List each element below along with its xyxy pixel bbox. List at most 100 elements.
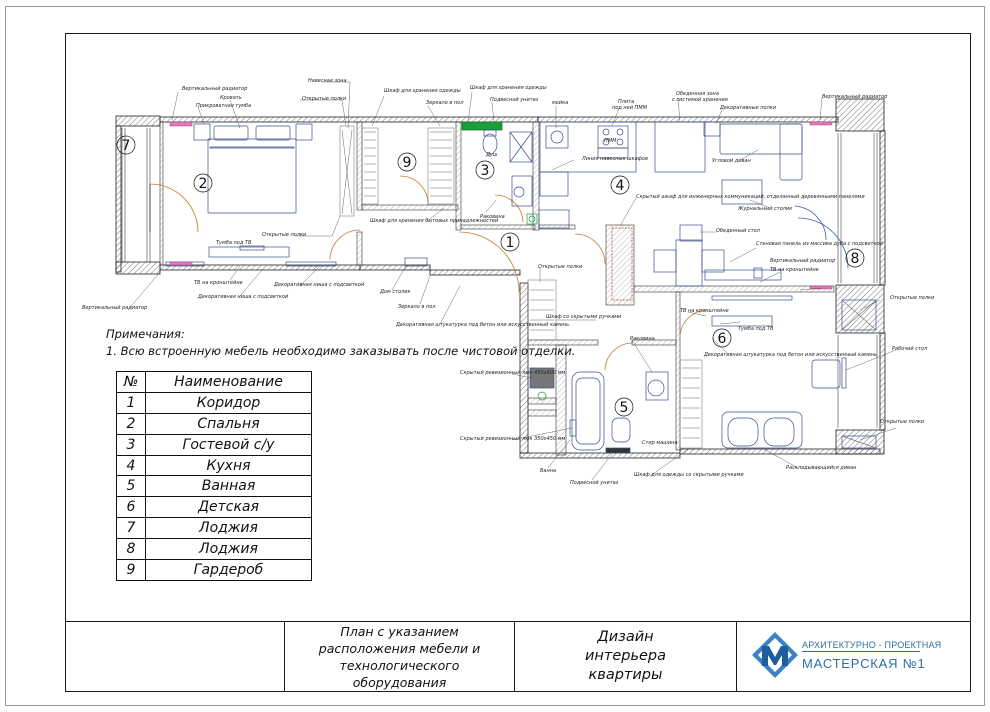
label-coffee-table: Журнальный столик [737, 206, 792, 212]
label-corner-sofa: Угловой диван [712, 158, 751, 164]
row-name: Коридор [145, 391, 312, 414]
row-name: Гардероб [145, 559, 312, 581]
label-sofa-bed: Раскладывающийся диван [786, 465, 857, 471]
logo-mark-icon [752, 632, 798, 678]
label-decor-plaster-1: Декоративная штукатурка под бетон или ис… [395, 322, 569, 328]
label-open-shelves-2: Открытые полки [262, 232, 307, 238]
row-name: Кухня [145, 454, 312, 477]
label-shower: Душ [485, 152, 498, 158]
doors [149, 175, 849, 371]
label-tv-bracket-3: ТВ на кронштейне [680, 308, 729, 314]
leader-lines [127, 81, 897, 481]
label-mirror-floor-1: Зеркало в пол [426, 100, 464, 106]
label-bath: Ванна [540, 468, 556, 474]
label-tv-stand-2: Тумба под ТВ [738, 326, 774, 332]
notes-block: Примечания: 1. Всю встроенную мебель нео… [106, 326, 575, 360]
title-block-top-line [65, 621, 971, 622]
label-mirror-floor-2: Зеркало в пол [398, 304, 436, 310]
company-logo: АРХИТЕКТУРНО - ПРОЕКТНАЯ МАСТЕРСКАЯ №1 [750, 630, 970, 682]
label-washer: Стир машина [642, 440, 677, 446]
room-numbers: 7 2 9 3 4 1 8 6 5 [122, 138, 860, 416]
header-num: № [116, 371, 146, 393]
row-num: 9 [116, 559, 146, 581]
room-number-7: 7 [122, 138, 131, 154]
label-sink-5: Раковина [630, 336, 655, 342]
label-bed: Кровать [220, 95, 242, 101]
plan-annotations: Вертикальный радиатор Кровать Прикроватн… [82, 78, 935, 486]
rooms-table-header: № Наименование [116, 371, 312, 393]
label-decor-niche-2: Декоративная ниша с подсветкой [273, 282, 365, 288]
room-number-8: 8 [851, 251, 860, 267]
interior-walls [159, 121, 835, 456]
row-num: 4 [116, 454, 146, 477]
sheet-inner-frame [65, 33, 971, 692]
room-number-markers [116, 135, 865, 417]
row-name: Ванная [145, 475, 312, 498]
guest-wc-fixtures [461, 121, 538, 225]
label-hidden-riser-1: Скрытый ревизионный люк 450x600 мм [460, 370, 565, 376]
company-divider [802, 651, 920, 652]
row-num: 7 [116, 517, 146, 540]
wardrobe-shelves [339, 125, 703, 449]
loggia-8-glazing [837, 133, 878, 428]
row-num: 8 [116, 538, 146, 561]
label-panel: Стеновая панель из массива дуба с подсве… [756, 241, 884, 247]
label-open-shelves-5: Открытые полки [880, 419, 925, 425]
label-dining-zone: Обеденная зона [676, 91, 719, 97]
label-open-shelves-1: Открытые полки [302, 96, 347, 102]
label-radiator-top: Вертикальный радиатор [182, 86, 247, 92]
room-number-1: 1 [506, 235, 515, 251]
row-name: Гостевой с/у [145, 433, 312, 456]
label-decor-plaster-2: Декоративная штукатурка под бетон или ис… [703, 352, 877, 358]
label-hidden-riser-2: Скрытый ревизионный люк 350x450 мм [460, 436, 565, 442]
row-num: 5 [116, 475, 146, 498]
label-dishwasher: под ней ПММ [612, 105, 648, 111]
label-dining-table: Обеденный стол [716, 228, 761, 234]
exterior-walls [115, 98, 886, 459]
label-tv-bracket-2: ТВ на кронштейне [770, 267, 819, 273]
row-name: Детская [145, 496, 312, 519]
label-storage-system: с системой хранения [672, 97, 728, 103]
label-upper-cabinets: Линия навесных шкафов [581, 156, 648, 162]
bathroom-fixtures [529, 367, 669, 454]
label-decor-niche-1: Декоративная ниша с подсветкой [197, 294, 289, 300]
room-number-5: 5 [620, 400, 629, 416]
label-sink-kitchen: мойка [552, 100, 568, 106]
label-nightstand: Прикроватная тумба [196, 103, 251, 109]
notes-title: Примечания: [106, 327, 185, 341]
label-radiator-bottom: Вертикальный радиатор [82, 305, 147, 311]
room-number-4: 4 [616, 178, 625, 194]
notes-line-1: 1. Всю встроенную мебель необходимо зака… [106, 344, 576, 358]
label-radiator-right: Вертикальный радиатор [822, 94, 887, 100]
row-name: Спальня [145, 412, 312, 435]
label-desk: Дом столик [379, 289, 411, 295]
label-wall-toilet-1: Подвесной унитаз [490, 97, 539, 103]
label-radiator-child: Вертикальный радиатор [770, 258, 835, 264]
label-hanger-zone: Навесная зона [308, 78, 347, 84]
label-wardrobe-2: Шкаф для хранения одежды [470, 85, 547, 91]
header-name: Наименование [145, 371, 312, 393]
room-number-6: 6 [718, 331, 727, 347]
label-tv-stand: Тумба под ТВ [216, 240, 252, 246]
room-number-3: 3 [481, 163, 490, 179]
row-name: Лоджия [145, 538, 312, 561]
row-name: Лоджия [145, 517, 312, 540]
room-number-9: 9 [403, 155, 412, 171]
radiators [169, 121, 833, 290]
row-num: 1 [116, 391, 146, 414]
corridor-furniture [404, 209, 570, 267]
row-num: 2 [116, 412, 146, 435]
label-wardrobe-4: Шкаф для одежды со скрытыми ручками [634, 472, 744, 478]
label-open-shelves-3: Открытые полки [538, 264, 583, 270]
kitchen-furniture [539, 121, 803, 301]
company-name-line-2: МАСТЕРСКАЯ №1 [802, 656, 926, 671]
